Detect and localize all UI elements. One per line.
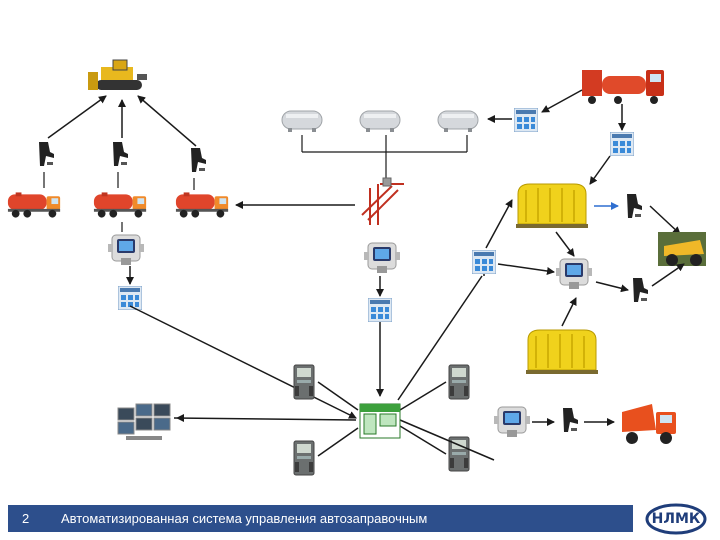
fuel-station-icon — [359, 403, 401, 439]
line-station-monitor — [173, 417, 357, 421]
nozzle-icon — [633, 278, 648, 302]
arrow-nozzle-dumptruck — [651, 263, 685, 287]
line-controller-station — [397, 275, 483, 401]
tanker-to-nozzle-lines — [43, 172, 195, 190]
tank-manifold-lines — [301, 135, 468, 180]
page-number: 2 — [22, 511, 30, 526]
tanker-truck-icon — [93, 192, 147, 218]
bulldozer-icon — [88, 59, 147, 90]
flow-meter-icon — [108, 234, 144, 266]
arrow-controller-station — [129, 305, 357, 419]
nozzle-icon — [627, 194, 642, 218]
fuel-truck-icon — [582, 70, 664, 104]
controller-icon — [472, 250, 496, 274]
tank-meter-lines — [483, 231, 629, 327]
controller-icon — [610, 132, 634, 156]
arrow-truck-controller — [541, 89, 583, 113]
arrow-nozzle-dumptruck — [649, 205, 681, 235]
logo-text: НЛМК — [651, 511, 701, 527]
dispenser-lines — [317, 381, 495, 461]
fuel-dispenser-icon — [448, 364, 470, 400]
fuel-tank-yellow-icon — [515, 183, 589, 229]
arrow-controller-tank — [589, 155, 611, 185]
monitor-wall-icon — [117, 403, 171, 440]
flow-meter-icon — [556, 258, 592, 290]
storage-tank-icon — [359, 110, 401, 132]
footer-bar: 2 Автоматизированная система управления … — [8, 505, 633, 532]
nozzle-icon — [563, 408, 578, 432]
storage-tank-icon — [437, 110, 479, 132]
controller-icon — [368, 298, 392, 322]
fuel-tank-yellow-icon — [525, 329, 599, 375]
nozzle-icon — [191, 148, 206, 172]
arrow-controller-tank — [485, 199, 513, 249]
mining-dump-truck-icon — [658, 232, 706, 266]
tanker-truck-icon — [7, 192, 61, 218]
fuel-dispenser-icon — [293, 440, 315, 476]
nozzle-icon — [113, 142, 128, 166]
flow-meter-icon — [364, 242, 400, 274]
tanker-truck-icon — [175, 192, 229, 218]
fuel-dispenser-icon — [293, 364, 315, 400]
footer-title: Автоматизированная система управления ав… — [61, 511, 428, 526]
loading-rack-icon — [361, 177, 404, 225]
arrowhead — [176, 414, 184, 422]
controller-icon — [514, 108, 538, 132]
storage-tank-icon — [281, 110, 323, 132]
nozzle-icon — [39, 142, 54, 166]
company-logo: НЛМК — [645, 503, 707, 535]
flow-meter-icon — [494, 406, 530, 438]
dump-truck-icon — [622, 404, 676, 444]
logo-ellipse-icon — [645, 503, 707, 535]
arrows-to-bulldozer — [47, 95, 197, 147]
